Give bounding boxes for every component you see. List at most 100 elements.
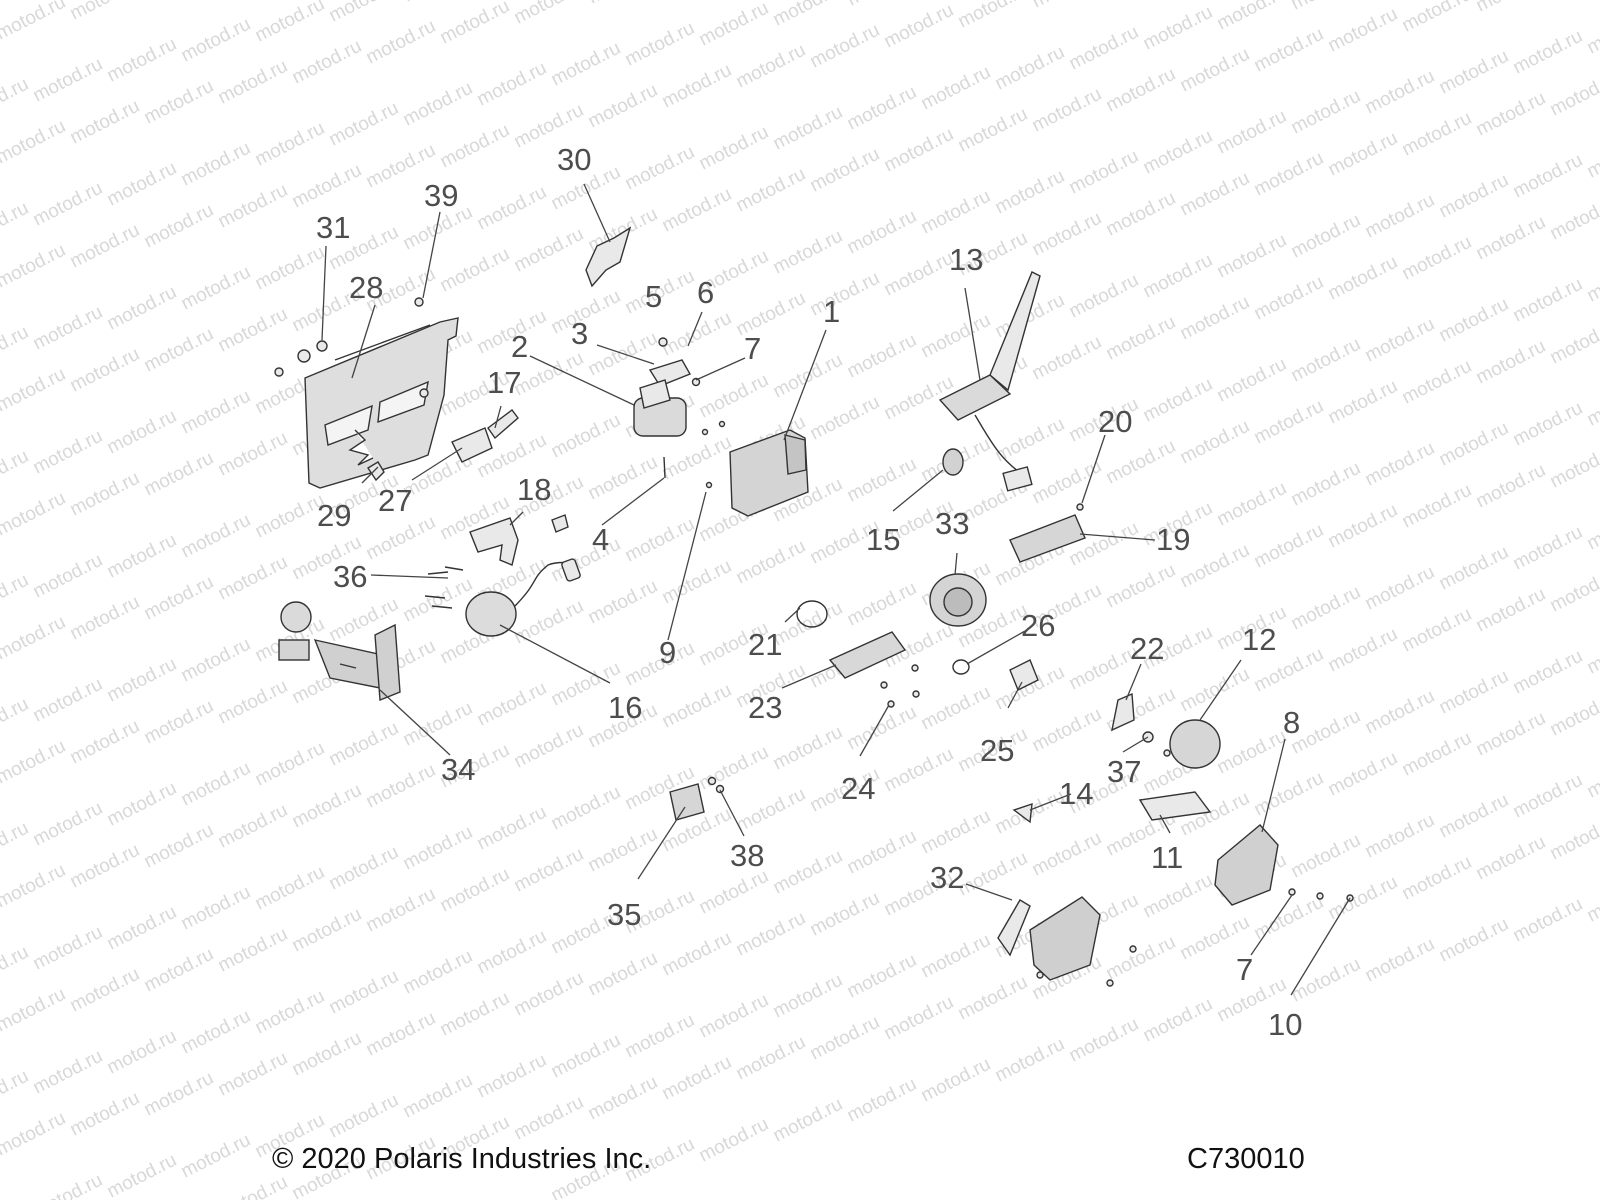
watermark-text: motod.ru bbox=[1066, 22, 1142, 75]
connector bbox=[487, 409, 519, 440]
callout-1: 1 bbox=[823, 294, 840, 329]
watermark-text: motod.ru bbox=[1029, 0, 1105, 12]
watermark-text: motod.ru bbox=[0, 736, 69, 789]
watermark-text: motod.ru bbox=[178, 1006, 254, 1059]
watermark-text: motod.ru bbox=[844, 578, 920, 631]
o-ring bbox=[796, 600, 828, 628]
watermark-text: motod.ru bbox=[733, 40, 809, 93]
watermark-text: motod.ru bbox=[548, 38, 624, 91]
watermark-text: motod.ru bbox=[1547, 68, 1600, 121]
watermark-text: motod.ru bbox=[104, 778, 180, 831]
watermark-text: motod.ru bbox=[511, 596, 587, 649]
watermark-text: motod.ru bbox=[474, 58, 550, 111]
screw bbox=[1106, 979, 1114, 987]
callout-21: 21 bbox=[748, 627, 782, 662]
watermark-text: motod.ru bbox=[215, 180, 291, 233]
watermark-text: motod.ru bbox=[1473, 336, 1549, 389]
watermark-text: motod.ru bbox=[1251, 396, 1327, 449]
watermark-text: motod.ru bbox=[992, 1034, 1068, 1087]
watermark-text: motod.ru bbox=[252, 862, 328, 915]
screw bbox=[414, 297, 424, 307]
watermark-text: motod.ru bbox=[955, 972, 1031, 1025]
watermark-text: motod.ru bbox=[918, 62, 994, 115]
watermark-text: motod.ru bbox=[252, 0, 328, 46]
watermark-text: motod.ru bbox=[1362, 314, 1438, 367]
screw bbox=[911, 664, 919, 672]
watermark-text: motod.ru bbox=[844, 1074, 920, 1127]
watermark-text: motod.ru bbox=[807, 888, 883, 941]
watermark-text: motod.ru bbox=[215, 428, 291, 481]
watermark-text: motod.ru bbox=[0, 1108, 69, 1161]
watermark-text: motod.ru bbox=[1584, 6, 1600, 59]
screw bbox=[1036, 971, 1044, 979]
callout-37: 37 bbox=[1107, 754, 1141, 789]
bracket bbox=[585, 226, 632, 288]
watermark-text: motod.ru bbox=[1288, 210, 1364, 263]
watermark-text: motod.ru bbox=[252, 118, 328, 171]
watermark-text: motod.ru bbox=[844, 702, 920, 755]
watermark-text: motod.ru bbox=[178, 138, 254, 191]
watermark-text: motod.ru bbox=[1029, 828, 1105, 881]
callout-26: 26 bbox=[1021, 608, 1055, 643]
watermark-text: motod.ru bbox=[178, 882, 254, 935]
watermark-text: motod.ru bbox=[1288, 582, 1364, 635]
watermark-text: motod.ru bbox=[511, 1092, 587, 1145]
callout-14: 14 bbox=[1059, 776, 1093, 811]
washer bbox=[952, 659, 970, 675]
callout-labels: 30 39 31 28 5 6 1 3 2 7 17 29 27 18 4 36… bbox=[316, 142, 1302, 1042]
watermark-text: motod.ru bbox=[289, 780, 365, 833]
watermark-text: motod.ru bbox=[770, 1094, 846, 1147]
callout-4: 4 bbox=[592, 522, 609, 557]
watermark-text: motod.ru bbox=[1288, 954, 1364, 1007]
watermark-text: motod.ru bbox=[215, 56, 291, 109]
watermark-text: motod.ru bbox=[1029, 208, 1105, 261]
watermark-text: motod.ru bbox=[1177, 44, 1253, 97]
watermark-text: motod.ru bbox=[1103, 64, 1179, 117]
watermark-text: motod.ru bbox=[1029, 332, 1105, 385]
watermark-text: motod.ru bbox=[0, 488, 69, 541]
watermark-text: motod.ru bbox=[807, 144, 883, 197]
watermark-text: motod.ru bbox=[1325, 748, 1401, 801]
ecu bbox=[729, 429, 809, 517]
watermark-text: motod.ru bbox=[0, 0, 69, 44]
watermark-text: motod.ru bbox=[141, 448, 217, 501]
watermark-text: motod.ru bbox=[30, 550, 106, 603]
watermark-text: motod.ru bbox=[289, 1028, 365, 1081]
watermark-text: motod.ru bbox=[807, 392, 883, 445]
watermark-text: motod.ru bbox=[178, 386, 254, 439]
watermark-text: motod.ru bbox=[1510, 522, 1586, 575]
callout-18: 18 bbox=[517, 472, 551, 507]
watermark-text: motod.ru bbox=[659, 680, 735, 733]
callout-6: 6 bbox=[697, 275, 714, 310]
watermark-text: motod.ru bbox=[1103, 312, 1179, 365]
watermark-text: motod.ru bbox=[215, 924, 291, 977]
callout-12: 12 bbox=[1242, 622, 1276, 657]
watermark-text: motod.ru bbox=[1140, 2, 1216, 55]
watermark-text: motod.ru bbox=[141, 200, 217, 253]
watermark-text: motod.ru bbox=[474, 182, 550, 235]
watermark-text: motod.ru bbox=[0, 612, 69, 665]
watermark-text: motod.ru bbox=[178, 262, 254, 315]
watermark-text: motod.ru bbox=[585, 452, 661, 505]
watermark-text: motod.ru bbox=[0, 984, 69, 1037]
watermark-text: motod.ru bbox=[67, 716, 143, 769]
watermark-text: motod.ru bbox=[1362, 934, 1438, 987]
watermark-text: motod.ru bbox=[400, 946, 476, 999]
watermark-text: motod.ru bbox=[104, 1150, 180, 1200]
watermark-text: motod.ru bbox=[585, 1072, 661, 1125]
watermark-text: motod.ru bbox=[0, 198, 32, 251]
watermark-text: motod.ru bbox=[30, 54, 106, 107]
watermark-text: motod.ru bbox=[1325, 872, 1401, 925]
watermark-text: motod.ru bbox=[1473, 460, 1549, 513]
callout-27: 27 bbox=[378, 483, 412, 518]
screw bbox=[912, 690, 920, 698]
watermark-text: motod.ru bbox=[1436, 914, 1512, 967]
watermark-text: motod.ru bbox=[1325, 500, 1401, 553]
screw bbox=[658, 337, 668, 347]
watermark-text: motod.ru bbox=[1510, 894, 1586, 947]
callout-29: 29 bbox=[317, 498, 351, 533]
screw bbox=[1163, 749, 1171, 757]
watermark-text: motod.ru bbox=[696, 866, 772, 919]
callout-8: 8 bbox=[1283, 705, 1300, 740]
